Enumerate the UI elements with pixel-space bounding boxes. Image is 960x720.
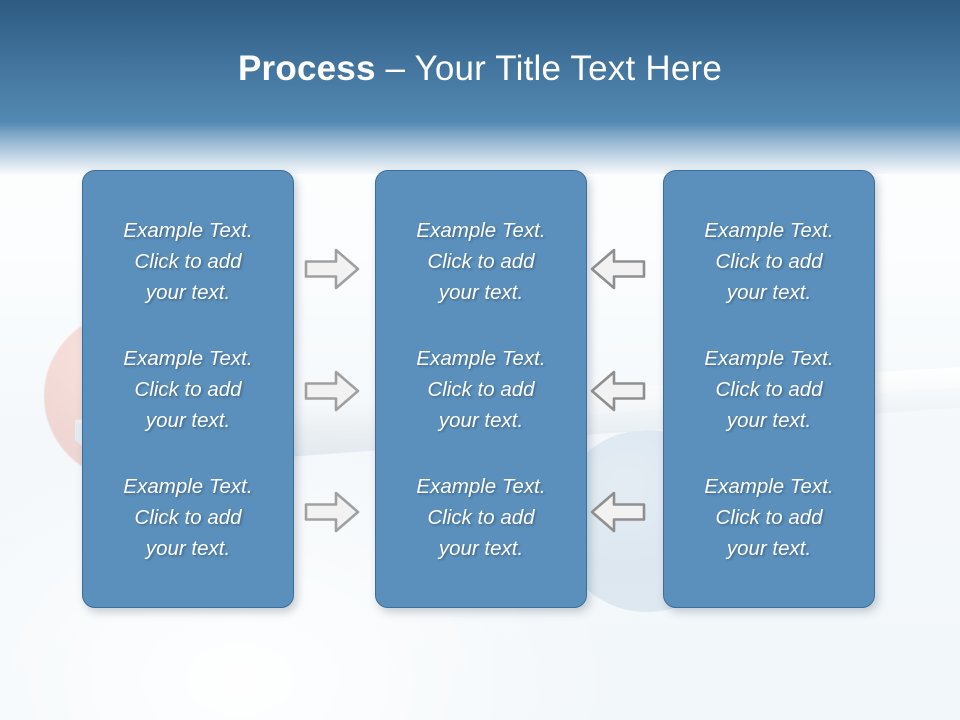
arrow-right-icon[interactable] — [303, 368, 361, 414]
process-box-3[interactable]: Example Text. Click to add your text. Ex… — [663, 170, 875, 608]
process-text-1-3[interactable]: Example Text. Click to add your text. — [123, 475, 253, 560]
process-box-2[interactable]: Example Text. Click to add your text. Ex… — [375, 170, 587, 608]
arrow-left-icon[interactable] — [589, 246, 647, 292]
title-band-fade — [0, 122, 960, 174]
arrow-left-icon[interactable] — [589, 368, 647, 414]
process-text-2-3[interactable]: Example Text. Click to add your text. — [416, 475, 546, 560]
page-title: Process – Your Title Text Here — [0, 48, 960, 90]
process-text-3-3[interactable]: Example Text. Click to add your text. — [704, 475, 834, 560]
arrow-left-icon[interactable] — [589, 489, 647, 535]
process-text-1-1[interactable]: Example Text. Click to add your text. — [123, 219, 253, 304]
process-box-1[interactable]: Example Text. Click to add your text. Ex… — [82, 170, 294, 608]
process-text-3-2[interactable]: Example Text. Click to add your text. — [704, 347, 834, 432]
page-title-bold: Process — [238, 49, 376, 88]
process-text-2-2[interactable]: Example Text. Click to add your text. — [416, 347, 546, 432]
page-title-dash: – — [375, 49, 415, 88]
page-title-rest: Your Title Text Here — [414, 49, 722, 88]
title-band — [0, 0, 960, 122]
process-text-1-2[interactable]: Example Text. Click to add your text. — [123, 347, 253, 432]
arrow-right-icon[interactable] — [303, 489, 361, 535]
arrow-right-icon[interactable] — [303, 246, 361, 292]
process-text-2-1[interactable]: Example Text. Click to add your text. — [416, 219, 546, 304]
process-text-3-1[interactable]: Example Text. Click to add your text. — [704, 219, 834, 304]
